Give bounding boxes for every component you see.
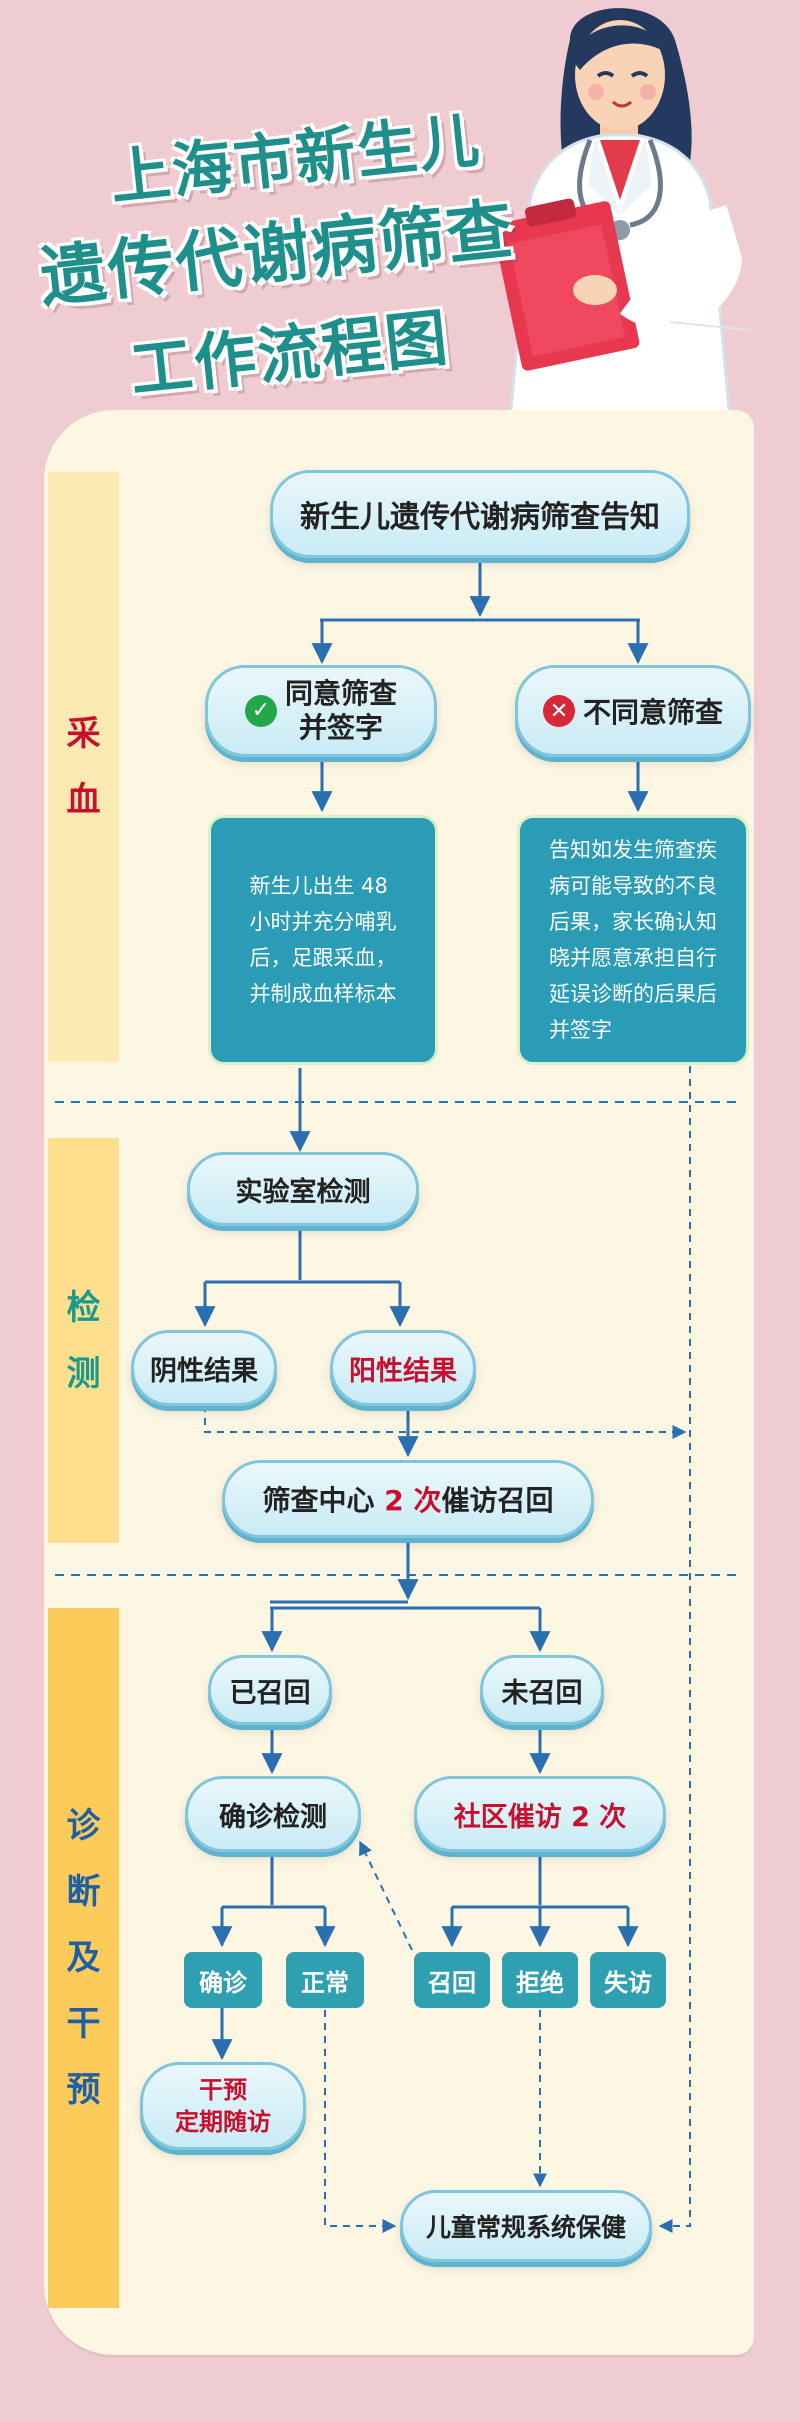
node-negative-result: 阴性结果: [131, 1330, 277, 1406]
node-agree-line-1: 同意筛查: [284, 677, 397, 710]
node-lab-test: 实验室检测: [187, 1152, 419, 1226]
collect-line-2: 小时并充分哺乳: [249, 910, 397, 934]
stage-diagnosis-char-3: 及: [66, 1938, 101, 1978]
refuse-line-1: 告知如发生筛查疾: [549, 838, 717, 862]
stage-blood-char-2: 血: [66, 780, 101, 820]
stage-testing: 检 测: [48, 1138, 119, 1543]
check-icon: ✓: [244, 695, 277, 727]
node-confirmed: 确诊: [184, 1952, 262, 2008]
recall-prefix: 筛查中心: [262, 1484, 385, 1517]
refuse-line-4: 晓并愿意承担自行: [549, 946, 717, 970]
stage-blood-char-1: 采: [66, 714, 101, 754]
collect-line-4: 并制成血样标本: [249, 982, 397, 1006]
stage-testing-char-2: 测: [66, 1353, 101, 1394]
node-normal: 正常: [286, 1952, 364, 2008]
node-community-followup: 社区催访 2 次: [414, 1776, 666, 1852]
refuse-line-6: 并签字: [549, 1018, 612, 1042]
recall-suffix: 催访召回: [441, 1484, 554, 1517]
node-summoned: 召回: [414, 1952, 490, 2008]
refuse-line-2: 病可能导致的不良: [549, 874, 717, 898]
node-not-recalled: 未召回: [480, 1655, 604, 1725]
stage-diagnosis-char-2: 断: [66, 1872, 101, 1912]
node-disagree-label: 不同意筛查: [582, 696, 723, 729]
node-refusal-consequence: 告知如发生筛查疾 病可能导致的不良 后果，家长确认知 晓并愿意承担自行 延误诊断…: [517, 815, 749, 1065]
node-blood-collection-detail: 新生儿出生 48 小时并充分哺乳 后，足跟采血， 并制成血样标本: [208, 815, 438, 1065]
node-agree-line-2: 并签字: [298, 711, 383, 744]
node-intervention: 干预 定期随访: [140, 2062, 306, 2150]
refuse-line-5: 延误诊断的后果后: [549, 982, 717, 1006]
node-recalled: 已召回: [208, 1655, 332, 1725]
node-refused: 拒绝: [502, 1952, 578, 2008]
node-confirm-test: 确诊检测: [185, 1776, 361, 1852]
stage-diagnosis-char-4: 干: [66, 2004, 101, 2044]
refuse-line-3: 后果，家长确认知: [549, 910, 717, 934]
stage-diagnosis-char-1: 诊: [66, 1806, 101, 1846]
stage-blood-collection: 采 血: [48, 472, 119, 1062]
intervene-line-2: 定期随访: [175, 2108, 271, 2136]
node-recall: 筛查中心 2 次催访召回: [222, 1460, 594, 1538]
node-routine-care: 儿童常规系统保健: [400, 2190, 652, 2262]
node-screening-notice: 新生儿遗传代谢病筛查告知: [270, 470, 690, 558]
node-disagree: ✕ 不同意筛查: [515, 665, 751, 757]
collect-line-3: 后，足跟采血，: [249, 946, 397, 970]
node-agree: ✓ 同意筛查 并签字: [205, 665, 437, 757]
node-confirmed-label: 确诊: [199, 1968, 247, 1997]
node-positive-result: 阳性结果: [330, 1330, 476, 1406]
doctor-illustration: [492, 8, 751, 420]
stage-diagnosis-char-5: 预: [66, 2070, 101, 2110]
stage-diagnosis: 诊 断 及 干 预: [48, 1608, 119, 2308]
node-lost: 失访: [590, 1952, 666, 2008]
recall-count: 2 次: [384, 1484, 442, 1517]
stage-testing-char-1: 检: [66, 1287, 101, 1328]
intervene-line-1: 干预: [199, 2076, 247, 2104]
cross-icon: ✕: [542, 695, 575, 727]
collect-line-1: 新生儿出生 48: [249, 874, 388, 898]
